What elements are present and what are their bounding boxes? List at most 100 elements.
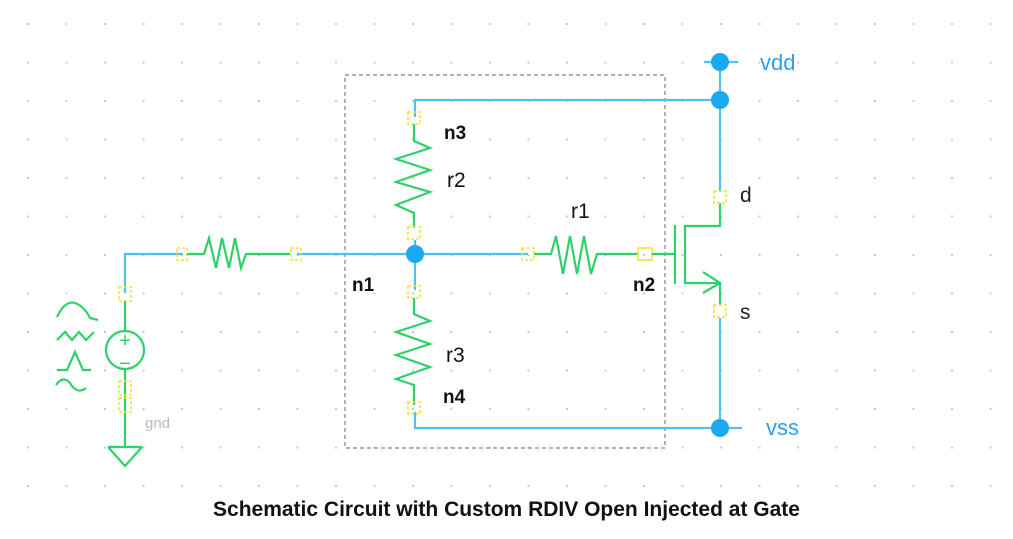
grid-dot: [65, 177, 68, 179]
grid-dot: [566, 23, 568, 25]
pin-rin-right[interactable]: [290, 247, 302, 261]
resistor-input[interactable]: [176, 233, 302, 273]
grid-dot: [450, 215, 453, 218]
node-dot-vdd-junction[interactable]: [711, 91, 729, 109]
grid-dot: [989, 485, 992, 487]
nmos-transistor[interactable]: [673, 190, 727, 318]
grid-dot: [797, 369, 799, 372]
channel: [683, 203, 722, 285]
grid-dot: [65, 292, 68, 295]
pin-drain[interactable]: [713, 190, 727, 204]
grid-dot: [758, 215, 761, 218]
wire-source-to-rin[interactable]: [123, 252, 183, 293]
plus-sign: +: [119, 330, 131, 352]
grid-dot: [258, 485, 260, 487]
grid-dot: [797, 408, 799, 410]
grid-dot: [720, 485, 722, 487]
voltage-source[interactable]: + −: [55, 286, 146, 447]
grid-dot: [335, 331, 337, 333]
grid-dot: [874, 408, 876, 410]
resistor-r3[interactable]: [392, 285, 434, 415]
minus-sign: −: [119, 353, 131, 375]
grid-dot: [181, 138, 183, 141]
node-dot-vss[interactable]: [711, 419, 729, 437]
grid-dot: [373, 215, 376, 218]
grid-dot: [65, 254, 68, 256]
grid-dot: [643, 292, 645, 295]
exp-wave-icon: [56, 301, 99, 322]
grid-dot: [951, 292, 953, 295]
grid-dot: [720, 446, 722, 449]
grid-dot: [335, 138, 337, 141]
grid-dot: [566, 292, 568, 295]
grid-dot: [142, 100, 145, 102]
node-dot-n1[interactable]: [406, 245, 424, 263]
grid-dot: [219, 61, 222, 64]
ground-symbol[interactable]: [107, 445, 143, 468]
grid-dot: [989, 215, 992, 218]
grid-dot: [258, 446, 260, 449]
grid-dot: [104, 369, 106, 372]
grid-dot: [65, 100, 68, 102]
grid-dot: [104, 254, 106, 256]
grid-dot: [527, 369, 530, 372]
grid-dot: [27, 369, 29, 372]
grid-dot: [527, 331, 530, 333]
grid-dot: [643, 369, 645, 372]
grid-dot: [604, 61, 607, 64]
pin-source-bottom-a[interactable]: [118, 380, 132, 396]
grid-dot: [835, 215, 838, 218]
grid-dot: [797, 138, 799, 141]
grid-dot: [797, 61, 799, 64]
grid-dot: [219, 485, 222, 487]
figure-caption: Schematic Circuit with Custom RDIV Open …: [213, 498, 800, 521]
grid-dot: [489, 331, 491, 333]
resistor-r2[interactable]: [392, 111, 434, 240]
grid-dot: [912, 331, 915, 333]
rdiv-subcircuit-box[interactable]: [344, 74, 666, 449]
node-dot-vdd-pin[interactable]: [711, 53, 729, 71]
grid-dot: [142, 138, 145, 141]
pin-r2-bottom[interactable]: [407, 226, 421, 240]
grid-dot: [951, 177, 953, 179]
grid-dot: [412, 369, 414, 372]
grid-dot: [912, 446, 915, 449]
grid-dot: [142, 61, 145, 64]
grid-dot: [373, 100, 376, 102]
grid-dot: [566, 331, 568, 333]
pin-source[interactable]: [713, 304, 727, 318]
grid-dot: [951, 485, 953, 487]
grid-dot: [373, 23, 376, 25]
grid-dot: [835, 177, 838, 179]
wire-n4-to-vss[interactable]: [413, 412, 720, 430]
grid-dot: [566, 61, 568, 64]
grid-dot: [835, 23, 838, 25]
grid-dot: [951, 446, 953, 449]
grid-dot: [912, 485, 915, 487]
resistor-r1[interactable]: [521, 235, 675, 275]
grid-dot: [604, 408, 607, 410]
grid-dot: [335, 215, 337, 218]
grid-dot: [951, 254, 953, 256]
grid-dot: [219, 446, 222, 449]
grid-dot: [951, 138, 953, 141]
grid-dot: [758, 292, 761, 295]
grid-dot: [181, 177, 183, 179]
grid-dot: [181, 446, 183, 449]
pin-r3-bottom[interactable]: [407, 401, 421, 415]
grid-dot: [450, 292, 453, 295]
grid-dot: [219, 100, 222, 102]
grid-dot: [835, 408, 838, 410]
wire-n3-to-vdd[interactable]: [413, 98, 720, 117]
grid-dot: [104, 23, 106, 25]
pin-source-bottom-b[interactable]: [118, 397, 132, 413]
grid-dot: [681, 446, 684, 449]
grid-dot: [797, 177, 799, 179]
grid-dot: [181, 292, 183, 295]
grid-dot: [296, 23, 299, 25]
grid-dot: [412, 100, 414, 102]
grid-dot: [989, 446, 992, 449]
grid-dot: [989, 331, 992, 333]
grid-dot: [566, 408, 568, 410]
